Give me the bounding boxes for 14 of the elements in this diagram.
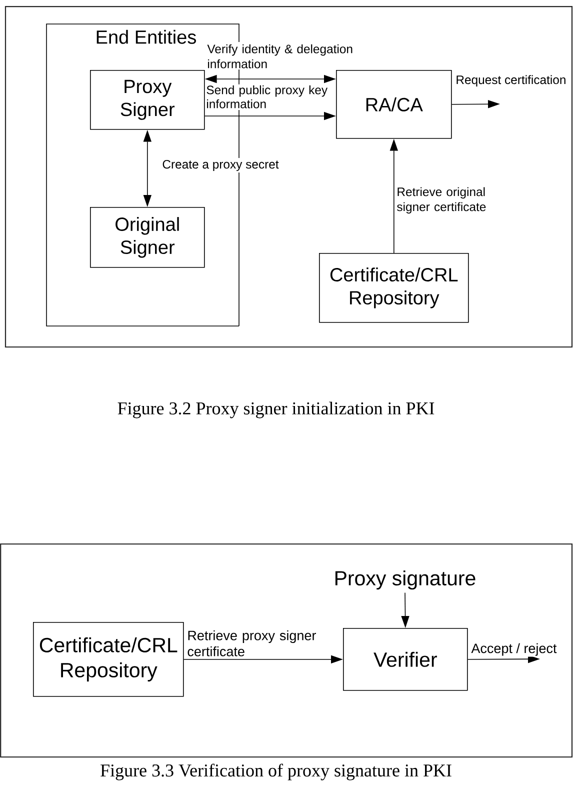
process-box: Certificate/CRL Repository (319, 253, 469, 323)
figure-caption: Figure 3.2 Proxy signer initialization in PKI (118, 402, 434, 418)
edge-label: Accept / reject (470, 642, 558, 657)
edge-label: Retrieve original signer certificate (396, 186, 498, 215)
figure-caption: Figure 3.3 Verification of proxy signature in PKI (100, 764, 452, 780)
text-label: Proxy signature (335, 570, 476, 590)
process-box: Proxy Signer (90, 70, 205, 130)
process-box: Verifier (343, 628, 468, 691)
process-box: RA/CA (336, 70, 452, 139)
process-box: Original Signer (90, 207, 205, 268)
edge-label: Retrieve proxy signer certificate (186, 629, 318, 658)
edge-label: Send public proxy key information (205, 84, 334, 110)
edge-label: Request certification (454, 74, 568, 88)
process-box: Certificate/CRL Repository (33, 622, 184, 697)
